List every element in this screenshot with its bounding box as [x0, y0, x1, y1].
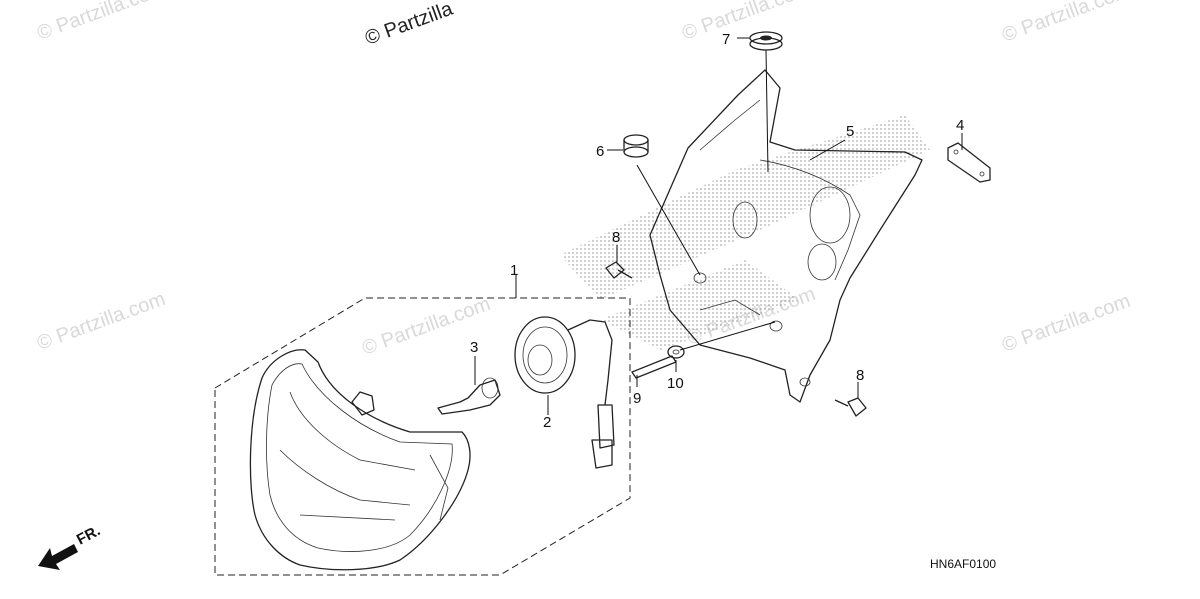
bolt-8-upper [605, 261, 633, 279]
watermark-main: © Partzilla [362, 0, 456, 50]
callout-2: 2 [543, 414, 551, 431]
callout-1: 1 [510, 262, 518, 279]
headlight-stay [649, 69, 923, 403]
front-label: FR. [74, 522, 103, 548]
watermark-layer: © Partzilla.com © Partzilla.com © Partzi… [34, 0, 1133, 360]
callout-8: 8 [856, 367, 864, 384]
headlight-assembly [249, 349, 471, 571]
watermark: © Partzilla.com [34, 288, 168, 355]
callout-7: 7 [722, 31, 730, 48]
bracket-plate [947, 142, 991, 183]
bolt-8-lower [834, 397, 867, 417]
background-shading [560, 115, 930, 350]
front-direction-indicator: FR. [38, 522, 103, 570]
callout-4: 4 [956, 117, 964, 134]
diagram-code: HN6AF0100 [930, 557, 996, 571]
callout-labels: 1 2 3 4 5 6 7 8 8 9 10 [470, 31, 964, 431]
watermark: © Partzilla.com [999, 0, 1133, 47]
arrow-icon [38, 544, 78, 570]
grommet-6 [623, 134, 649, 158]
assembly-boundary [214, 297, 631, 576]
headlight-bulb [437, 377, 501, 415]
washer-10 [667, 345, 685, 359]
callout-10: 10 [667, 375, 684, 392]
callout-3: 3 [470, 339, 478, 356]
callout-8: 8 [612, 229, 620, 246]
watermark: © Partzilla.com [999, 290, 1133, 357]
callout-6: 6 [596, 143, 604, 160]
leader-lines [474, 37, 963, 415]
callout-5: 5 [846, 123, 854, 140]
headlight-socket [514, 316, 615, 469]
callout-9: 9 [633, 390, 641, 407]
watermark: © Partzilla.com [34, 0, 168, 45]
grommet-7 [749, 31, 783, 51]
